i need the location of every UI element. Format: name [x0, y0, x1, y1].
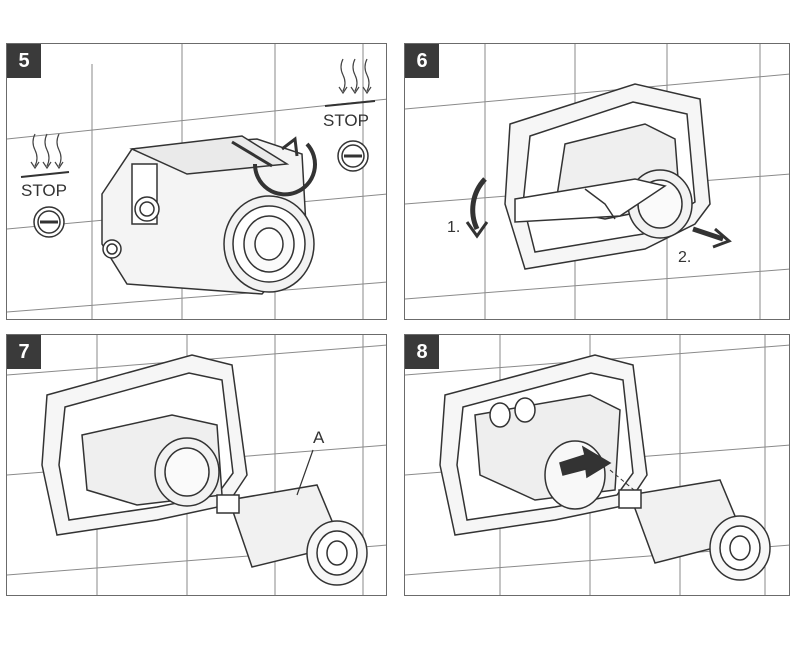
step-8-panel: 8	[404, 334, 790, 596]
closed-valve-icon	[337, 140, 369, 172]
cartridge	[618, 479, 771, 581]
turn-arrow	[231, 136, 317, 197]
step-6-illustration: 1. 2.	[405, 44, 789, 319]
valve-body	[101, 135, 315, 295]
step-5-badge: 5	[7, 44, 41, 78]
step-7-badge: 7	[7, 335, 41, 369]
step-8-badge: 8	[405, 335, 439, 369]
step-7-illustration: A	[7, 335, 386, 595]
mounting-frame	[504, 83, 711, 270]
insert-arrow	[559, 445, 612, 479]
action-arrows	[465, 177, 732, 249]
step-6-panel: 6 1. 2.	[404, 43, 790, 320]
mounting-frame	[439, 354, 648, 536]
action-1-label: 1.	[447, 219, 460, 236]
stop-label-right: STOP	[323, 111, 369, 130]
closed-valve-icon	[33, 206, 65, 238]
step-5-panel: 5	[6, 43, 387, 320]
stop-right-symbol: STOP	[323, 58, 376, 172]
water-flow-icon	[30, 133, 64, 170]
step-7-panel: 7 A	[6, 334, 387, 596]
part-a-label: A	[313, 428, 325, 447]
action-2-label: 2.	[678, 249, 691, 266]
stop-label-left: STOP	[21, 181, 67, 200]
stop-left-symbol: STOP	[20, 133, 70, 238]
step-5-illustration: STOP STOP	[7, 44, 386, 319]
cartridge	[216, 484, 368, 586]
step-6-badge: 6	[405, 44, 439, 78]
part-a-leader	[296, 449, 314, 496]
step-8-illustration	[405, 335, 789, 595]
mounting-frame	[41, 354, 248, 536]
water-flow-icon	[338, 58, 372, 95]
